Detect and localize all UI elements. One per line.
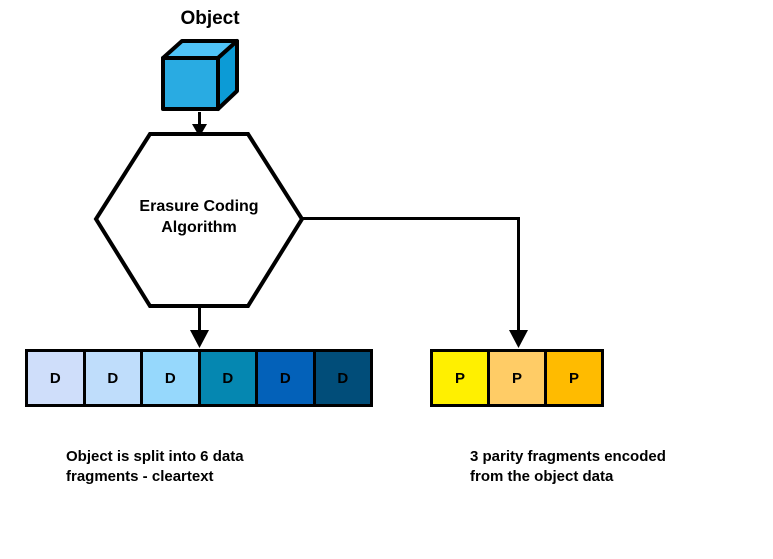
parity-fragment: P (490, 352, 547, 404)
parity-fragment: P (433, 352, 490, 404)
erasure-coding-hexagon (92, 130, 306, 310)
cube-icon (161, 39, 239, 111)
data-fragment: D (315, 352, 370, 404)
data-fragment: D (28, 352, 86, 404)
hexagon-label: Erasure Coding Algorithm (92, 196, 306, 238)
hexagon-label-line2: Algorithm (161, 219, 237, 236)
data-caption-line1: Object is split into 6 data (66, 448, 244, 465)
hexagon-label-line1: Erasure Coding (139, 198, 259, 215)
hexagon-shape (93, 132, 305, 308)
data-fragment: D (85, 352, 143, 404)
parity-fragments-caption: 3 parity fragments encoded from the obje… (470, 447, 770, 487)
data-fragment: D (143, 352, 201, 404)
data-fragment: D (258, 352, 316, 404)
object-cube (160, 38, 240, 112)
parity-caption-line2: from the object data (470, 468, 614, 485)
parity-caption-line1: 3 parity fragments encoded (470, 448, 666, 465)
page-title: Object (180, 8, 240, 29)
parity-fragment: P (547, 352, 601, 404)
data-fragments-caption: Object is split into 6 data fragments - … (66, 447, 356, 487)
data-fragment: D (200, 352, 258, 404)
algorithm-to-data-arrow (190, 305, 209, 348)
data-caption-line2: fragments - cleartext (66, 468, 214, 485)
algorithm-to-parity-arrow (300, 217, 528, 348)
